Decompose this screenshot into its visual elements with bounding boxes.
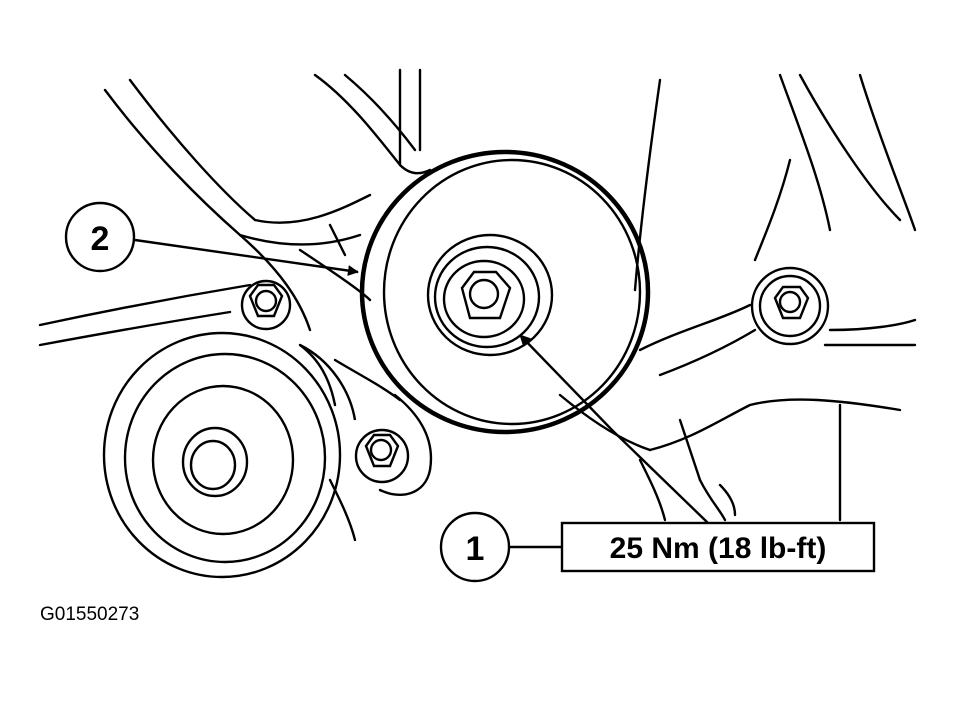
figure-id: G01550273 [40,604,139,625]
callout-1: 1 25 Nm (18 lb-ft) [439,334,876,583]
upper-left-bolt [240,279,292,331]
torque-spec-box [560,521,876,573]
callout-2-leader-arrow [134,238,359,277]
callout-1-leader-arrow [519,334,709,524]
callout-2: 2 [64,201,359,277]
lower-bolt [354,428,410,484]
idler-bolt-head [460,270,512,320]
callout-2-number: 2 [91,220,110,258]
right-bolt [750,266,830,346]
lower-left-pulley [102,331,357,579]
callout-1-number: 1 [466,530,485,568]
torque-spec-label: 25 Nm (18 lb-ft) [610,532,827,565]
idler-pulley [359,149,651,435]
engine-casting-outline [38,68,917,542]
